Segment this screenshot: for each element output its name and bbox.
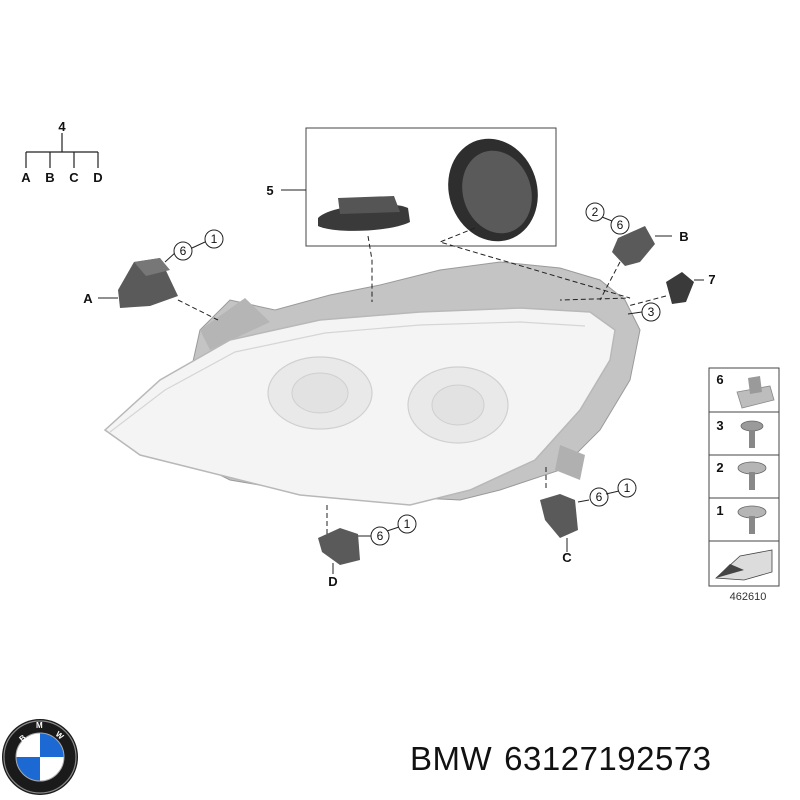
bracket-a-callouts: 6 1 xyxy=(173,229,224,261)
legend-row-6: 6 xyxy=(716,372,723,387)
bracket-d xyxy=(318,505,371,574)
bracket-c-callouts: 6 1 xyxy=(589,478,637,507)
kit-box xyxy=(281,127,631,302)
fastener-legend xyxy=(708,367,780,587)
bracket-c-ref-2: 1 xyxy=(624,481,631,495)
bracket-d-letter: D xyxy=(328,574,337,589)
callout-3-text: 3 xyxy=(648,305,655,319)
bracket-b-letter: B xyxy=(679,229,688,244)
bracket-b-ref-2: 6 xyxy=(617,218,624,232)
bmw-logo: B M W xyxy=(2,719,78,795)
headlight-lens xyxy=(103,307,616,506)
tree-leaf-c: C xyxy=(69,170,79,185)
tree-root-label: 4 xyxy=(58,119,66,134)
svg-text:M: M xyxy=(36,721,43,730)
part-caption: BMW 63127192573 xyxy=(410,740,724,778)
part-7 xyxy=(627,272,704,307)
tree-leaf-a: A xyxy=(21,170,31,185)
bracket-a-ref-2: 1 xyxy=(211,232,218,246)
variant-tree xyxy=(25,133,99,168)
svg-text:B: B xyxy=(18,733,28,744)
bracket-b-callouts: 2 6 xyxy=(585,202,630,235)
svg-text:W: W xyxy=(54,730,66,742)
brand-name: BMW xyxy=(410,740,493,777)
bracket-b-ref-1: 2 xyxy=(592,205,599,219)
bracket-c xyxy=(540,465,590,552)
legend-row-2: 2 xyxy=(716,460,723,475)
bracket-c-ref-1: 6 xyxy=(596,490,603,504)
bracket-d-callouts: 6 1 xyxy=(370,514,417,546)
part-number: 63127192573 xyxy=(504,740,712,777)
kit-label-5: 5 xyxy=(266,183,273,198)
part-7-label: 7 xyxy=(708,272,715,287)
bracket-d-ref-2: 1 xyxy=(404,517,411,531)
callout-3: 3 xyxy=(627,302,661,322)
legend-row-3: 3 xyxy=(716,418,723,433)
tree-leaf-d: D xyxy=(93,170,102,185)
legend-row-1: 1 xyxy=(716,503,723,518)
diagram-number: 462610 xyxy=(730,591,767,603)
bracket-a xyxy=(98,251,219,321)
tree-leaf-b: B xyxy=(45,170,54,185)
bracket-d-ref-1: 6 xyxy=(377,529,384,543)
bracket-a-letter: A xyxy=(83,291,93,306)
bracket-a-ref-1: 6 xyxy=(180,244,187,258)
bracket-c-letter: C xyxy=(562,550,572,565)
